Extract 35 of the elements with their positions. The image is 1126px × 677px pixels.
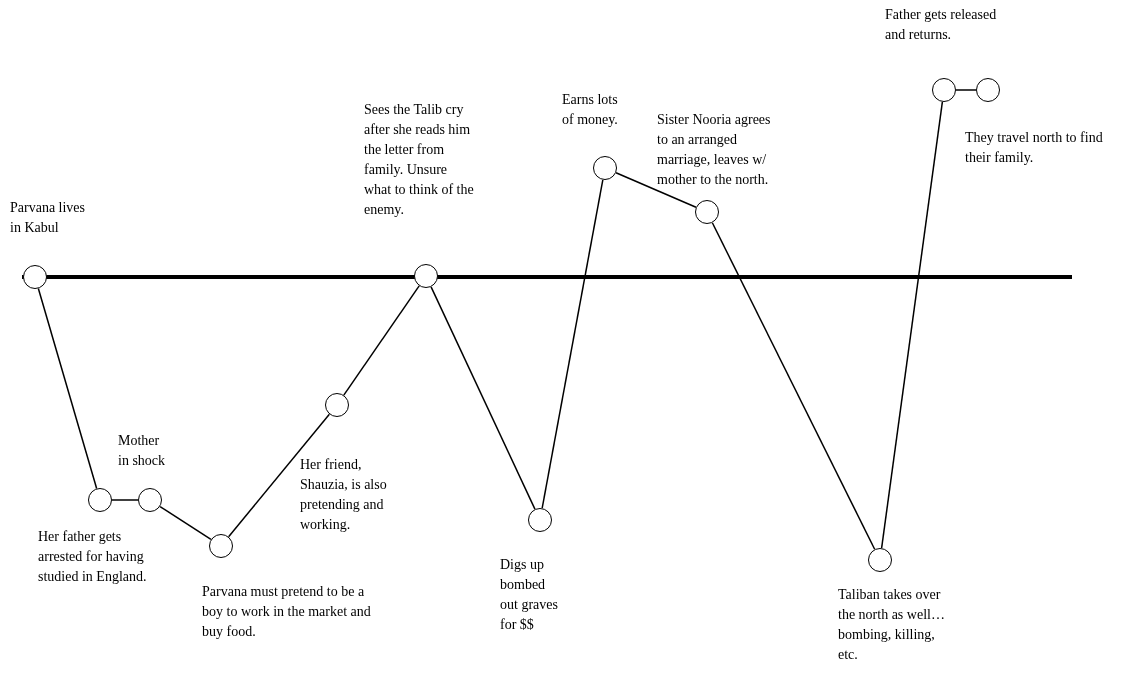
event-caption: Taliban takes over the north as well… bombing, killing, etc. <box>838 586 946 664</box>
connector-line <box>37 287 98 490</box>
event-circle <box>138 488 162 512</box>
connector-line <box>227 413 331 538</box>
event-caption: They travel north to find their family. <box>965 129 1104 167</box>
connector-line <box>955 89 977 91</box>
connector-line <box>430 286 536 510</box>
event-circle <box>209 534 233 558</box>
event-circle <box>695 200 719 224</box>
event-caption: Her friend, Shauzia, is also pretending and working. <box>300 456 388 534</box>
event-circle <box>593 156 617 180</box>
connector-line <box>159 505 212 541</box>
event-caption: Earns lots of money. <box>562 91 619 129</box>
event-circle <box>932 78 956 102</box>
event-caption: Sister Nooria agrees to an arranged marriage, leaves w/ mother to the north. <box>657 111 772 189</box>
connector-line <box>541 179 604 509</box>
event-circle <box>325 393 349 417</box>
event-circle <box>414 264 438 288</box>
event-circle <box>23 265 47 289</box>
connector-line <box>615 172 697 208</box>
event-caption: Father gets released and returns. <box>885 6 998 44</box>
connector-line <box>343 285 420 396</box>
event-circle <box>88 488 112 512</box>
event-caption: Mother in shock <box>118 432 167 470</box>
event-circle <box>976 78 1000 102</box>
event-caption: Parvana must pretend to be a boy to work in the market and buy food. <box>202 583 372 641</box>
connector-line <box>880 101 944 549</box>
event-caption: Her father gets arrested for having studied in England. <box>38 528 148 586</box>
event-caption: Sees the Talib cry after she reads him the letter from family. Unsure what to think of the enemy. <box>364 101 475 219</box>
event-circle <box>868 548 892 572</box>
event-caption: Digs up bombed out graves for $$ <box>500 556 559 634</box>
event-caption: Parvana lives in Kabul <box>10 199 87 237</box>
connector-line <box>111 499 139 501</box>
event-circle <box>528 508 552 532</box>
connector-line <box>711 222 876 550</box>
